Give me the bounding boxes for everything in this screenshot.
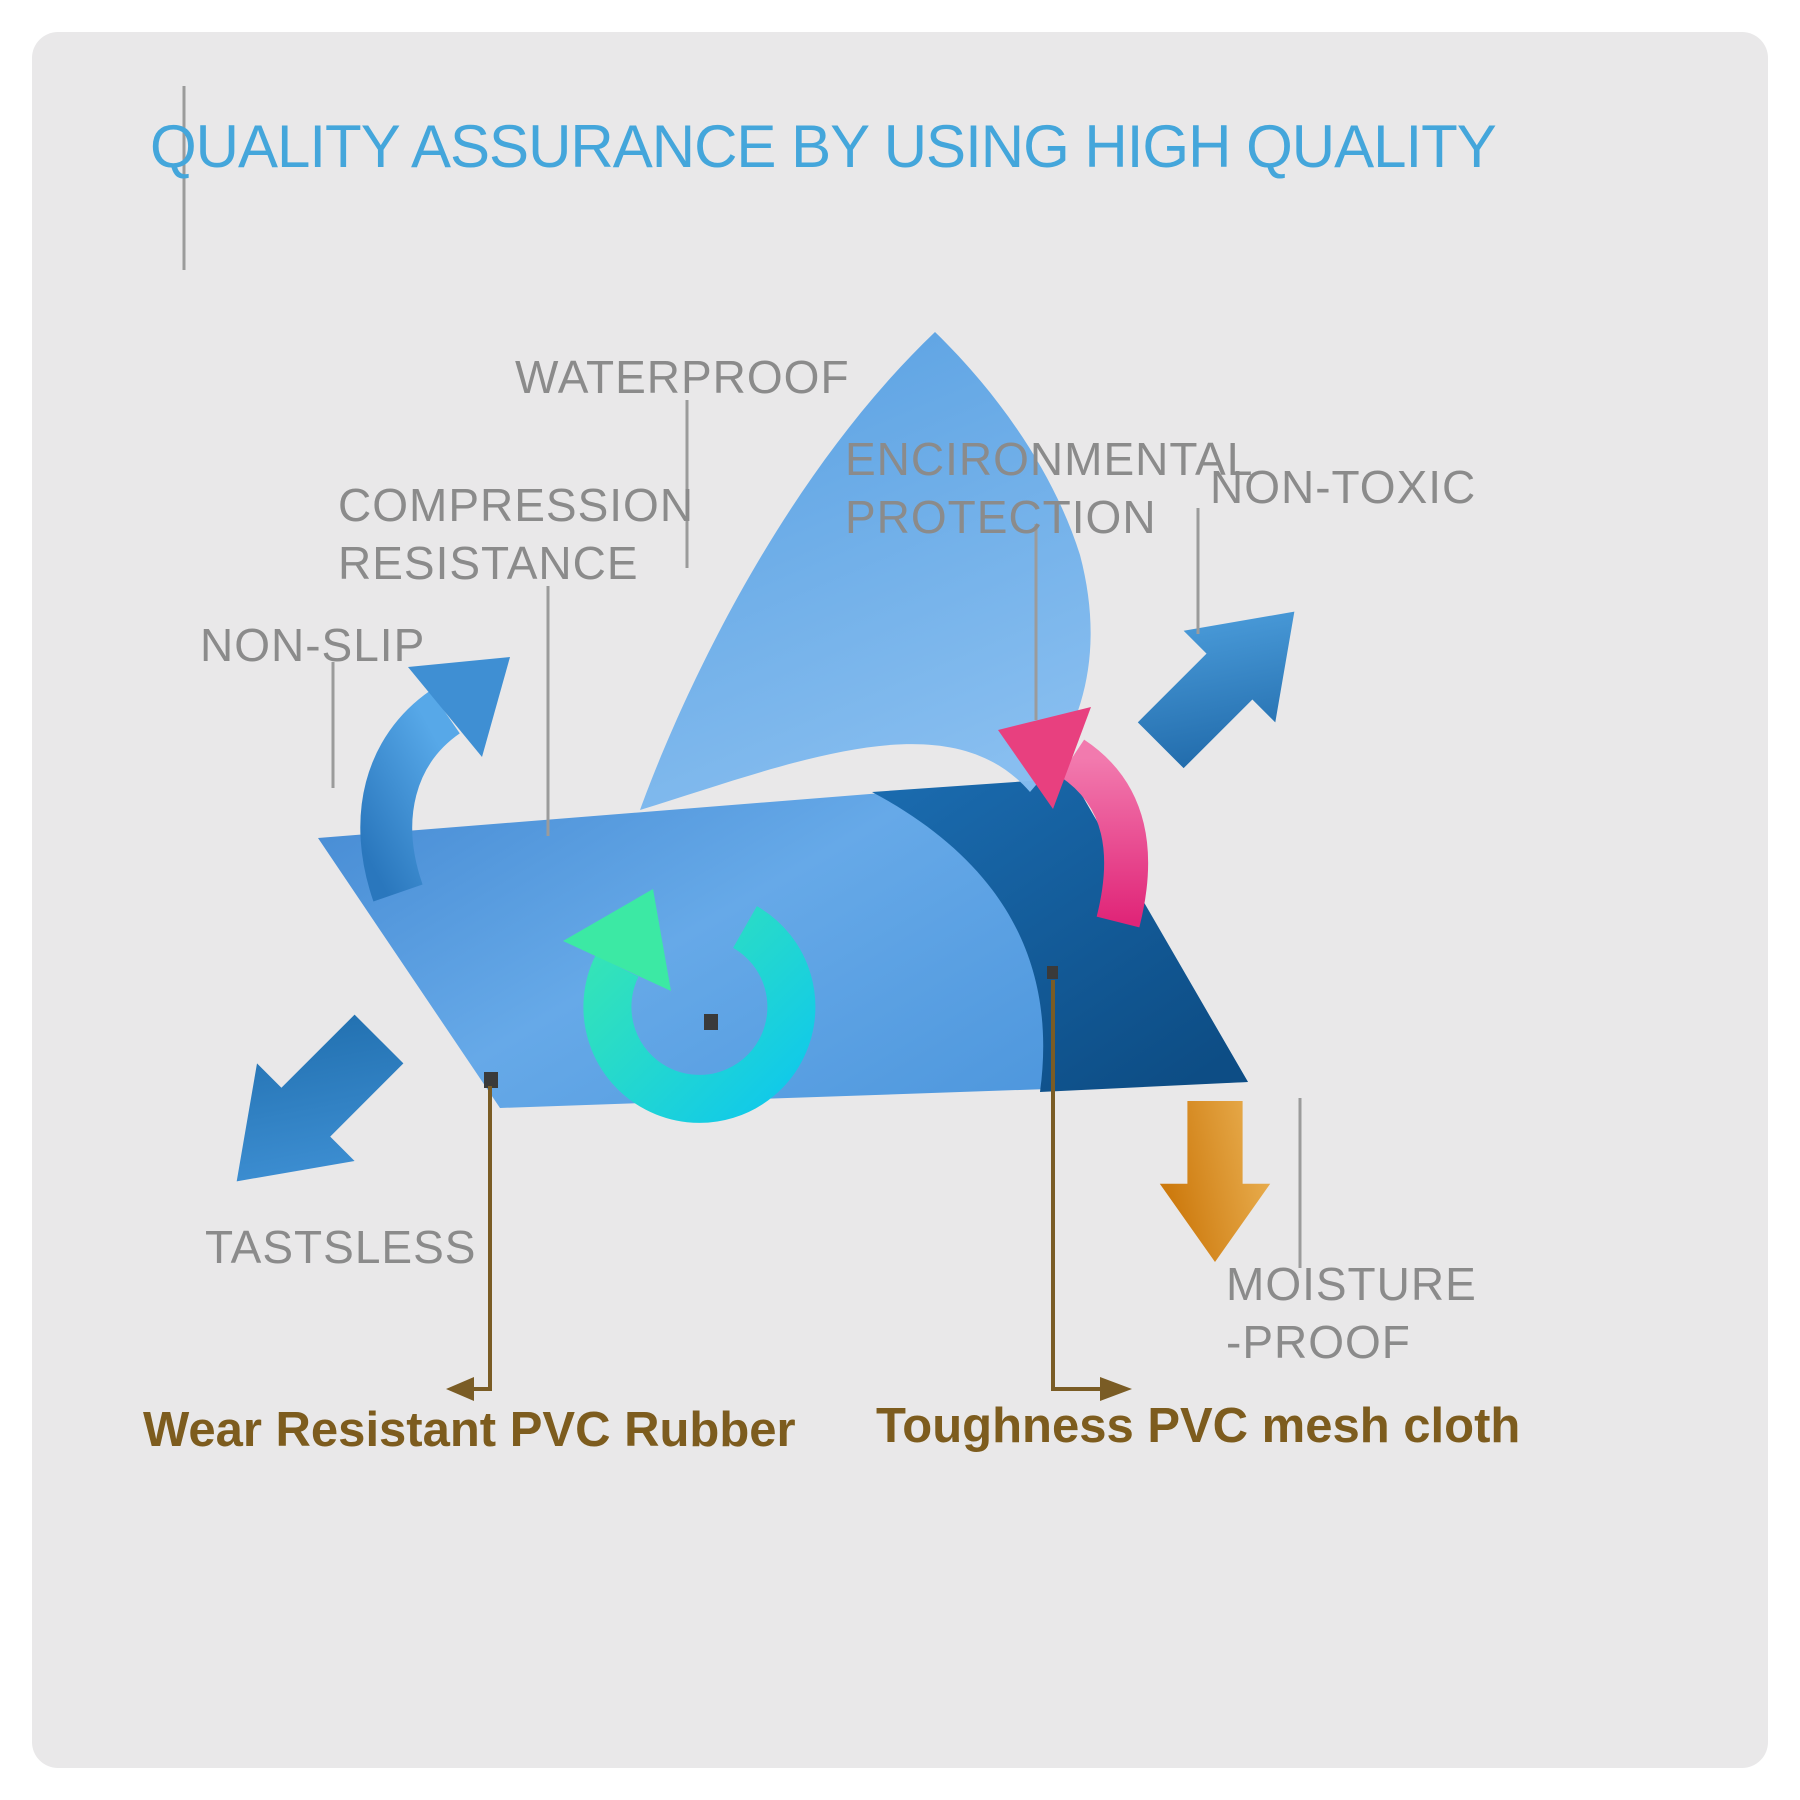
peeled-sheet <box>640 332 1091 810</box>
label-waterproof: WATERPROOF <box>515 351 850 403</box>
label-environmental-protection: ENCIRONMENTAL PROTECTION <box>845 430 1253 546</box>
toughness-callout-line <box>1051 980 1102 1391</box>
label-moisture-line1: MOISTURE <box>1226 1258 1477 1310</box>
label-environmental-line1: ENCIRONMENTAL <box>845 433 1254 485</box>
label-tastless: TASTSLESS <box>205 1221 477 1273</box>
label-compression-line1: COMPRESSION <box>338 479 695 531</box>
label-moisture-line2: -PROOF <box>1226 1316 1411 1368</box>
nontoxic-arrow-icon <box>1137 611 1295 769</box>
mat-underside <box>872 778 1248 1092</box>
nonslip-arrow-tail <box>360 690 461 902</box>
moisture-arrow-icon <box>1159 1100 1271 1263</box>
page-title: QUALITY ASSURANCE BY USING HIGH QUALITY <box>150 113 1497 180</box>
tastless-arrow-icon <box>236 1014 404 1182</box>
wear-resistant-callout-line <box>468 1086 492 1391</box>
surface-point-marker <box>704 1014 718 1030</box>
nonslip-arrowhead-icon <box>408 657 510 757</box>
label-non-slip: NON-SLIP <box>200 619 426 671</box>
label-toughness-pvc-mesh-cloth: Toughness PVC mesh cloth <box>876 1399 1521 1453</box>
label-wear-resistant-pvc-rubber: Wear Resistant PVC Rubber <box>143 1403 796 1457</box>
label-compression-line2: RESISTANCE <box>338 537 639 589</box>
toughness-callout-arrowhead-icon <box>1100 1377 1132 1401</box>
label-compression-resistance: COMPRESSION RESISTANCE <box>338 476 694 592</box>
mesh-point-marker <box>1047 966 1058 979</box>
label-environmental-line2: PROTECTION <box>845 491 1157 543</box>
pink-arrowhead-icon <box>998 707 1091 809</box>
label-moisture-proof: MOISTURE -PROOF <box>1226 1255 1477 1371</box>
recycle-ring <box>583 906 816 1123</box>
rubber-point-marker <box>484 1072 498 1088</box>
label-non-toxic: NON-TOXIC <box>1210 461 1477 513</box>
recycle-arrowhead-icon <box>563 889 671 991</box>
pink-arrow-tail <box>1059 739 1149 928</box>
wear-resistant-callout-arrowhead-icon <box>446 1377 474 1401</box>
